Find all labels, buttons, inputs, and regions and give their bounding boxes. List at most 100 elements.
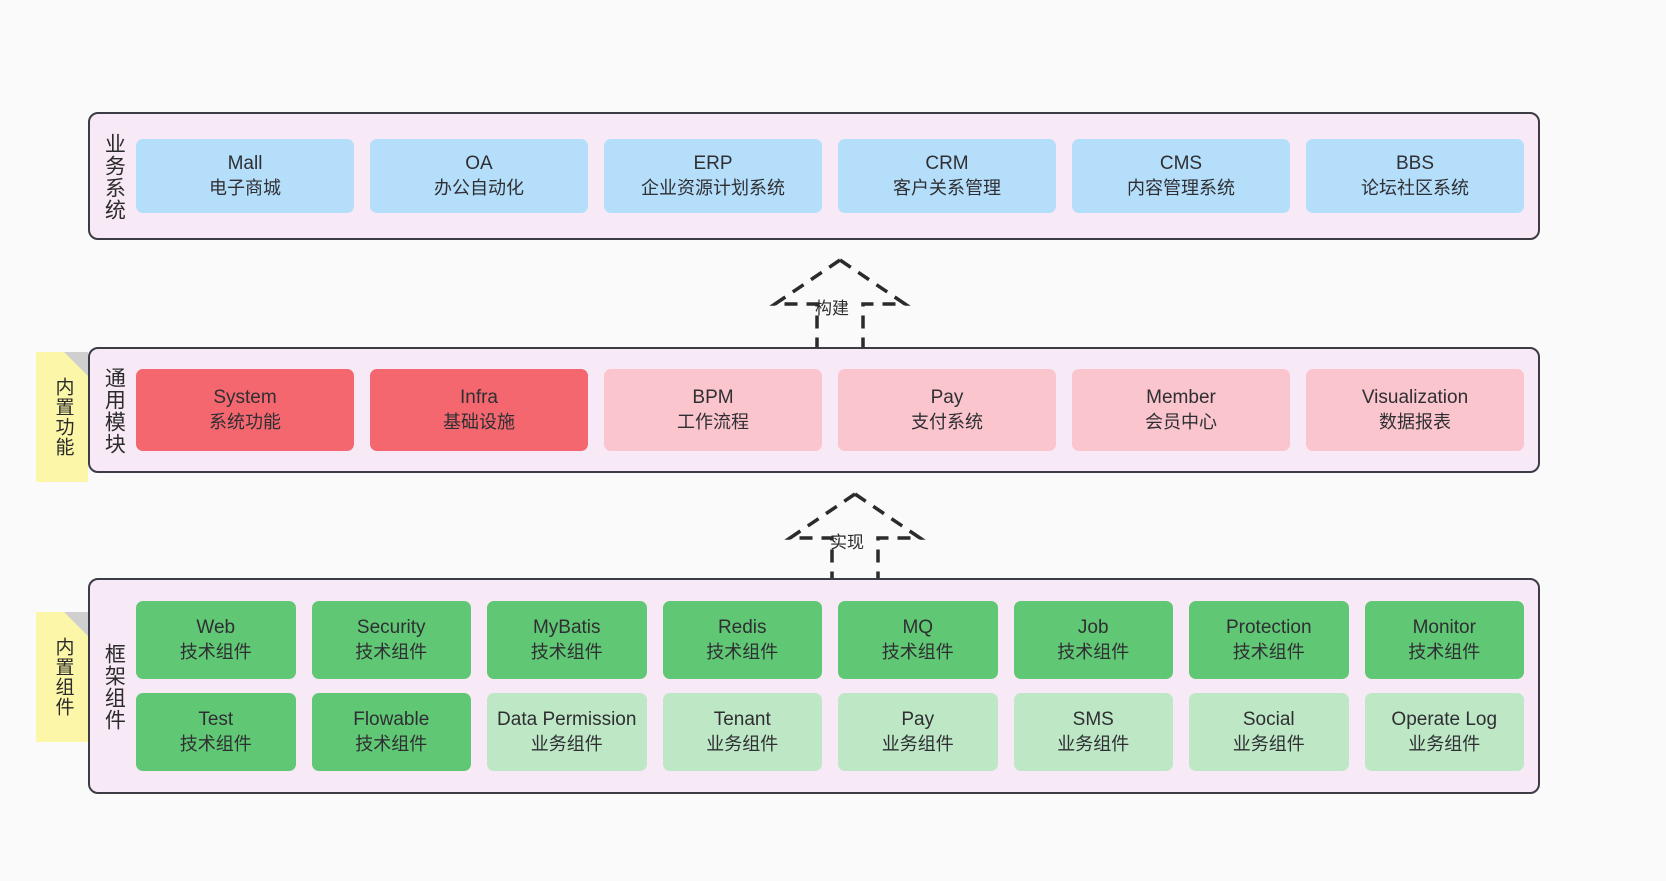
card-title-en: Visualization	[1361, 386, 1469, 408]
card-infra[interactable]: Infra 基础设施	[370, 369, 588, 451]
card-pay-module[interactable]: Pay 支付系统	[838, 369, 1056, 451]
card-oa[interactable]: OA 办公自动化	[370, 139, 588, 213]
card-title-cn: 系统功能	[209, 411, 281, 432]
card-test[interactable]: Test 技术组件	[136, 693, 296, 771]
layer-business-systems: 业务系统 Mall 电子商城 OA 办公自动化 ERP 企业资源计划系统 CRM…	[88, 112, 1540, 240]
card-title-en: Pay	[930, 386, 964, 408]
card-title-cn: 技术组件	[355, 641, 428, 662]
card-cms[interactable]: CMS 内容管理系统	[1072, 139, 1290, 213]
card-title-cn: 业务组件	[881, 733, 954, 754]
card-title-en: CMS	[1159, 152, 1203, 174]
card-title-en: Infra	[459, 386, 499, 408]
card-title-cn: 论坛社区系统	[1361, 177, 1469, 198]
card-title-en: Redis	[717, 616, 767, 638]
layer-title-modules: 通用模块	[102, 367, 126, 455]
card-title-cn: 电子商城	[209, 177, 281, 198]
card-title-cn: 办公自动化	[434, 177, 524, 198]
card-tenant[interactable]: Tenant 业务组件	[662, 693, 822, 771]
note-label: 内置组件	[52, 637, 74, 717]
card-title-en: BBS	[1395, 152, 1435, 174]
card-mq[interactable]: MQ 技术组件	[838, 601, 998, 679]
card-job[interactable]: Job 技术组件	[1013, 601, 1173, 679]
card-social[interactable]: Social 业务组件	[1189, 693, 1349, 771]
card-bbs[interactable]: BBS 论坛社区系统	[1306, 139, 1524, 213]
card-visualization[interactable]: Visualization 数据报表	[1306, 369, 1524, 451]
layer-body-modules: System 系统功能 Infra 基础设施 BPM 工作流程 Pay 支付系统…	[136, 349, 1538, 471]
card-title-en: CRM	[925, 152, 969, 174]
card-redis[interactable]: Redis 技术组件	[662, 601, 822, 679]
card-erp[interactable]: ERP 企业资源计划系统	[604, 139, 822, 213]
card-title-en: Web	[196, 616, 236, 638]
card-member[interactable]: Member 会员中心	[1072, 369, 1290, 451]
card-title-cn: 技术组件	[355, 733, 428, 754]
dashed-hollow-arrow-up-icon	[769, 258, 911, 348]
connector-label-build: 构建	[815, 299, 849, 318]
card-title-cn: 支付系统	[911, 411, 983, 432]
card-title-en: Operate Log	[1391, 708, 1498, 730]
card-title-cn: 技术组件	[179, 641, 252, 662]
card-title-cn: 业务组件	[530, 733, 603, 754]
card-title-en: SMS	[1072, 708, 1114, 730]
layer-title-framework: 框架组件	[102, 643, 126, 731]
card-title-cn: 技术组件	[530, 641, 603, 662]
layer-framework-components: 框架组件 Web 技术组件 Security 技术组件 MyBatis 技术组件…	[88, 578, 1540, 794]
card-data-permission[interactable]: Data Permission 业务组件	[487, 693, 647, 771]
card-crm[interactable]: CRM 客户关系管理	[838, 139, 1056, 213]
card-protection[interactable]: Protection 技术组件	[1189, 601, 1349, 679]
card-title-cn: 基础设施	[443, 411, 515, 432]
note-builtin-components: 内置组件	[36, 612, 88, 742]
card-title-cn: 技术组件	[179, 733, 252, 754]
connector-build: 构建	[755, 256, 925, 348]
card-web[interactable]: Web 技术组件	[136, 601, 296, 679]
card-bpm[interactable]: BPM 工作流程	[604, 369, 822, 451]
note-builtin-features: 内置功能	[36, 352, 88, 482]
card-title-cn: 会员中心	[1145, 411, 1217, 432]
card-title-en: OA	[465, 152, 493, 174]
card-title-cn: 技术组件	[881, 641, 954, 662]
connector-label-implement: 实现	[830, 533, 864, 552]
card-title-en: MQ	[902, 616, 934, 638]
card-title-cn: 技术组件	[1408, 641, 1481, 662]
layer-title-business: 业务系统	[102, 133, 126, 221]
card-title-cn: 业务组件	[1408, 733, 1481, 754]
card-title-cn: 业务组件	[1057, 733, 1130, 754]
card-title-en: Mall	[227, 152, 263, 174]
card-operate-log[interactable]: Operate Log 业务组件	[1364, 693, 1524, 771]
card-title-cn: 业务组件	[706, 733, 779, 754]
card-row: System 系统功能 Infra 基础设施 BPM 工作流程 Pay 支付系统…	[136, 369, 1524, 451]
note-label: 内置功能	[52, 377, 74, 457]
card-pay-component[interactable]: Pay 业务组件	[838, 693, 998, 771]
card-title-en: Job	[1077, 616, 1109, 638]
card-title-cn: 客户关系管理	[893, 177, 1001, 198]
card-sms[interactable]: SMS 业务组件	[1013, 693, 1173, 771]
card-title-cn: 数据报表	[1379, 411, 1451, 432]
card-title-en: Member	[1146, 386, 1216, 408]
card-security[interactable]: Security 技术组件	[311, 601, 471, 679]
layer-body-framework: Web 技术组件 Security 技术组件 MyBatis 技术组件 Redi…	[136, 580, 1538, 792]
card-system[interactable]: System 系统功能	[136, 369, 354, 451]
card-row: Test 技术组件 Flowable 技术组件 Data Permission …	[136, 693, 1524, 771]
card-title-en: Protection	[1225, 616, 1312, 638]
card-title-cn: 企业资源计划系统	[641, 177, 785, 198]
card-title-cn: 工作流程	[677, 411, 749, 432]
card-title-en: Monitor	[1412, 616, 1476, 638]
card-title-en: Flowable	[353, 708, 430, 730]
card-row: Web 技术组件 Security 技术组件 MyBatis 技术组件 Redi…	[136, 601, 1524, 679]
card-flowable[interactable]: Flowable 技术组件	[311, 693, 471, 771]
card-title-en: Pay	[901, 708, 935, 730]
card-title-cn: 技术组件	[1057, 641, 1130, 662]
layer-body-business: Mall 电子商城 OA 办公自动化 ERP 企业资源计划系统 CRM 客户关系…	[136, 114, 1538, 238]
card-title-en: Data Permission	[497, 708, 637, 730]
card-title-en: BPM	[692, 386, 734, 408]
connector-implement: 实现	[770, 490, 940, 582]
card-mybatis[interactable]: MyBatis 技术组件	[487, 601, 647, 679]
card-title-cn: 内容管理系统	[1127, 177, 1235, 198]
card-title-en: Social	[1242, 708, 1295, 730]
card-title-en: MyBatis	[532, 616, 601, 638]
dashed-hollow-arrow-up-icon	[784, 492, 926, 582]
card-title-en: ERP	[693, 152, 733, 174]
card-mall[interactable]: Mall 电子商城	[136, 139, 354, 213]
card-monitor[interactable]: Monitor 技术组件	[1364, 601, 1524, 679]
card-title-en: Tenant	[713, 708, 771, 730]
